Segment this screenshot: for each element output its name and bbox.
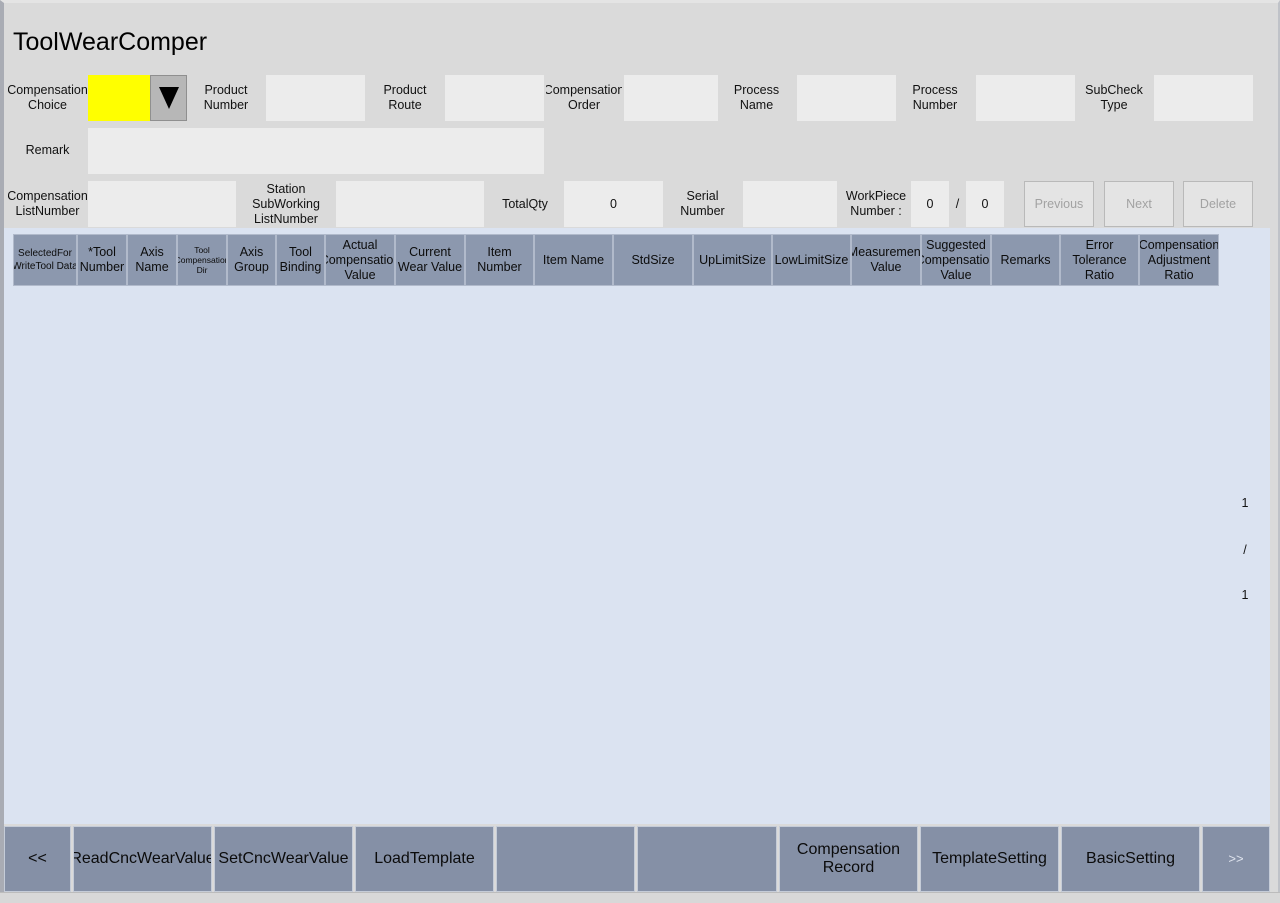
workpiece-total-field: 0 (966, 181, 1004, 227)
column-header-remarks[interactable]: Remarks (991, 234, 1060, 286)
process-number-field[interactable] (976, 75, 1075, 121)
column-header-axis-group[interactable]: Axis Group (227, 234, 276, 286)
remark-field[interactable] (88, 128, 544, 174)
serial-number-field[interactable] (743, 181, 837, 227)
column-header-measurement-value[interactable]: Measurement Value (851, 234, 921, 286)
page-total: 1 (1241, 588, 1249, 602)
basic-setting-button[interactable]: BasicSetting (1061, 826, 1200, 892)
footer-next-page-button[interactable]: >> (1202, 826, 1270, 892)
column-header-axis-name[interactable]: Axis Name (127, 234, 177, 286)
column-header-low-limit-size[interactable]: LowLimitSize (772, 234, 851, 286)
delete-button[interactable]: Delete (1183, 181, 1253, 227)
footer-prev-page-button[interactable]: << (4, 826, 71, 892)
next-button[interactable]: Next (1104, 181, 1174, 227)
column-header-current-wear-value[interactable]: Current Wear Value (395, 234, 465, 286)
footer-blank-button-2[interactable] (637, 826, 777, 892)
window-bottom-edge (0, 892, 1280, 903)
compensation-choice-label: Compensation Choice (8, 83, 87, 112)
column-header-tool-binding[interactable]: Tool Binding (276, 234, 325, 286)
subcheck-type-label: SubCheck Type (1085, 83, 1143, 112)
page-current: 1 (1241, 496, 1249, 510)
workpiece-current-field[interactable]: 0 (911, 181, 949, 227)
product-number-label: Product Number (203, 83, 249, 112)
process-name-field[interactable] (797, 75, 896, 121)
process-name-label: Process Name (733, 83, 780, 112)
triangle-down-icon (158, 87, 179, 109)
column-header-item-name[interactable]: Item Name (534, 234, 613, 286)
process-number-label: Process Number (912, 83, 958, 112)
workpiece-number-label: WorkPiece Number : (845, 189, 907, 218)
column-header-error-tolerance-ratio[interactable]: Error Tolerance Ratio (1060, 234, 1139, 286)
column-header-selected-for-write-tool-data[interactable]: SelectedFor WriteTool Data (13, 234, 77, 286)
compensation-list-number-label: Compensation ListNumber (8, 189, 87, 218)
compensation-record-button[interactable]: Compensation Record (779, 826, 918, 892)
page-separator: / (1243, 543, 1247, 557)
station-list-number-label: Station SubWorking ListNumber (252, 181, 320, 226)
table-area (4, 228, 1270, 824)
remark-label: Remark (25, 142, 70, 157)
station-list-number-field[interactable] (336, 181, 484, 227)
load-template-button[interactable]: LoadTemplate (355, 826, 494, 892)
column-header-actual-compensation-value[interactable]: Actual Compensation Value (325, 234, 395, 286)
column-header-compensation-adjustment-ratio[interactable]: Compensation Adjustment Ratio (1139, 234, 1219, 286)
column-header-tool-number[interactable]: *Tool Number (77, 234, 127, 286)
total-qty-field: 0 (564, 181, 663, 227)
compensation-choice-dropdown-button[interactable] (150, 75, 187, 121)
product-route-label: Product Route (383, 83, 427, 112)
column-header-std-size[interactable]: StdSize (613, 234, 693, 286)
column-header-item-number[interactable]: Item Number (465, 234, 534, 286)
product-number-field[interactable] (266, 75, 365, 121)
subcheck-type-field[interactable] (1154, 75, 1253, 121)
set-cnc-wear-value-button[interactable]: SetCncWearValue (214, 826, 353, 892)
template-setting-button[interactable]: TemplateSetting (920, 826, 1059, 892)
previous-button[interactable]: Previous (1024, 181, 1094, 227)
read-cnc-wear-value-button[interactable]: ReadCncWearValue (73, 826, 212, 892)
column-header-up-limit-size[interactable]: UpLimitSize (693, 234, 772, 286)
column-header-suggested-compensation-value[interactable]: Suggested Compensation Value (921, 234, 991, 286)
column-header-tool-compensation-dir[interactable]: Tool Compensation Dir (177, 234, 227, 286)
compensation-choice-field[interactable] (88, 75, 150, 121)
compensation-order-label: Compensation Order (546, 83, 622, 112)
page-title: ToolWearComper (13, 28, 208, 56)
total-qty-label: TotalQty (502, 196, 548, 211)
compensation-order-field[interactable] (624, 75, 718, 121)
product-route-field[interactable] (445, 75, 544, 121)
compensation-list-number-field[interactable] (88, 181, 236, 227)
workpiece-separator: / (955, 196, 960, 211)
serial-number-label: Serial Number (680, 189, 725, 218)
footer-blank-button-1[interactable] (496, 826, 635, 892)
